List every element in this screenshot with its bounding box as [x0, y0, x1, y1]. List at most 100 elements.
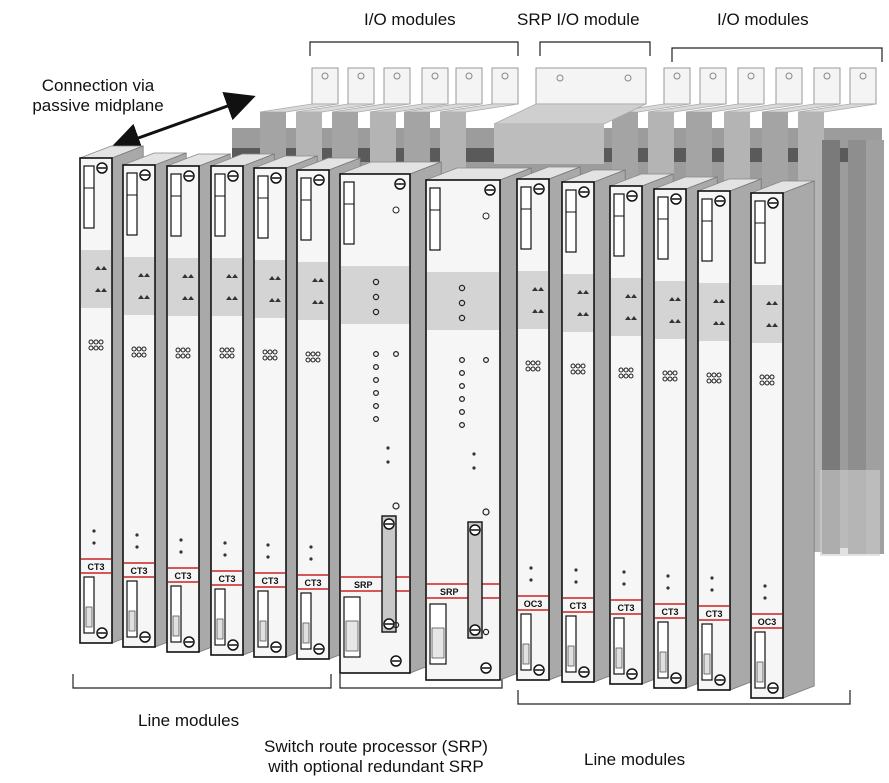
- led-indicator: [232, 274, 238, 278]
- module-label: CT3: [661, 607, 678, 617]
- status-dot: [666, 574, 670, 578]
- port-led: [272, 355, 278, 361]
- status-dot: [472, 452, 476, 456]
- port-led: [716, 378, 722, 384]
- port-led: [525, 360, 531, 366]
- port-led: [136, 352, 142, 358]
- latch-grip: [522, 643, 530, 665]
- srp-label-line1: Switch route processor (SRP): [264, 737, 488, 756]
- io-module-tab: [347, 67, 375, 105]
- led-indicator: [631, 294, 637, 298]
- led-indicator: [625, 294, 631, 298]
- port-led: [628, 373, 634, 379]
- module-front-panel: [425, 179, 501, 681]
- module-front-panel: [339, 173, 411, 674]
- led-band: [563, 274, 593, 332]
- rear-shadow-column: [822, 140, 840, 554]
- latch-grip: [172, 615, 180, 637]
- srp-led: [459, 357, 466, 364]
- module-front-panel: [697, 190, 731, 691]
- module-label: CT3: [617, 603, 634, 613]
- led-band: [212, 258, 242, 316]
- status-dot: [92, 529, 96, 533]
- module-label: CT3: [174, 571, 191, 581]
- port-led: [185, 353, 191, 359]
- srp-io-face: [494, 124, 604, 164]
- port-led: [141, 352, 147, 358]
- status-dot: [763, 584, 767, 588]
- module-front-panel: [296, 169, 330, 660]
- srp-led: [373, 351, 380, 358]
- port-led: [530, 360, 536, 366]
- module-side-face: [782, 180, 815, 699]
- status-dot: [223, 553, 227, 557]
- led-indicator: [577, 290, 583, 294]
- latch-grip: [615, 647, 623, 669]
- srp-led: [373, 390, 380, 397]
- line-module: CT3: [653, 176, 718, 689]
- latch-grip: [431, 627, 445, 659]
- led-indicator: [182, 274, 188, 278]
- led-indicator: [625, 316, 631, 320]
- led-indicator: [583, 290, 589, 294]
- led-indicator: [669, 297, 675, 301]
- module-top-latch: [300, 177, 312, 241]
- port-led: [305, 357, 311, 363]
- io-module-tab: [849, 67, 877, 105]
- led-band: [255, 260, 285, 318]
- status-dot: [309, 545, 313, 549]
- latch-grip: [85, 606, 93, 628]
- port-led: [667, 376, 673, 382]
- port-led: [131, 352, 137, 358]
- led-band: [81, 250, 111, 308]
- port-led: [706, 372, 712, 378]
- bottom-latch: [754, 631, 766, 689]
- led-indicator: [232, 296, 238, 300]
- rear-lower-panel: [820, 470, 880, 556]
- port-led: [525, 366, 531, 372]
- status-dot: [622, 582, 626, 586]
- srp-led: [373, 377, 380, 384]
- srp-led: [459, 422, 466, 429]
- led-indicator: [669, 319, 675, 323]
- port-led: [219, 347, 225, 353]
- led-indicator: [532, 287, 538, 291]
- port-led: [716, 372, 722, 378]
- module-label: CT3: [304, 578, 321, 588]
- port-led: [136, 346, 142, 352]
- led-indicator: [226, 296, 232, 300]
- module-label: CT3: [218, 574, 235, 584]
- port-led: [180, 353, 186, 359]
- connection-label: Connection via passive midplane: [8, 76, 188, 116]
- port-led: [672, 376, 678, 382]
- status-dot: [309, 557, 313, 561]
- status-dot: [574, 580, 578, 584]
- srp-hole: [392, 206, 400, 214]
- io-tab-hole: [673, 72, 681, 80]
- led-indicator: [101, 288, 107, 292]
- status-dot: [179, 550, 183, 554]
- port-led: [769, 380, 775, 386]
- status-dot: [92, 541, 96, 545]
- srp-led: [372, 308, 380, 316]
- io-tab-hole: [321, 72, 329, 80]
- port-led: [575, 369, 581, 375]
- led-indicator: [532, 309, 538, 313]
- led-band: [518, 271, 548, 329]
- status-dot: [529, 578, 533, 582]
- led-indicator: [144, 295, 150, 299]
- srp-bracket: [339, 674, 503, 689]
- led-indicator: [772, 323, 778, 327]
- module-front-panel: [210, 165, 244, 656]
- module-top-latch: [126, 172, 138, 236]
- rear-shadow-column: [848, 140, 866, 554]
- io-tab-hole: [859, 72, 867, 80]
- io-tab-hole: [785, 72, 793, 80]
- line-modules-right-bracket: [517, 690, 851, 705]
- latch-grip: [345, 620, 359, 652]
- led-indicator: [318, 300, 324, 304]
- bottom-latch: [520, 613, 532, 671]
- port-led: [672, 370, 678, 376]
- status-dot: [763, 596, 767, 600]
- srp-led: [483, 357, 490, 364]
